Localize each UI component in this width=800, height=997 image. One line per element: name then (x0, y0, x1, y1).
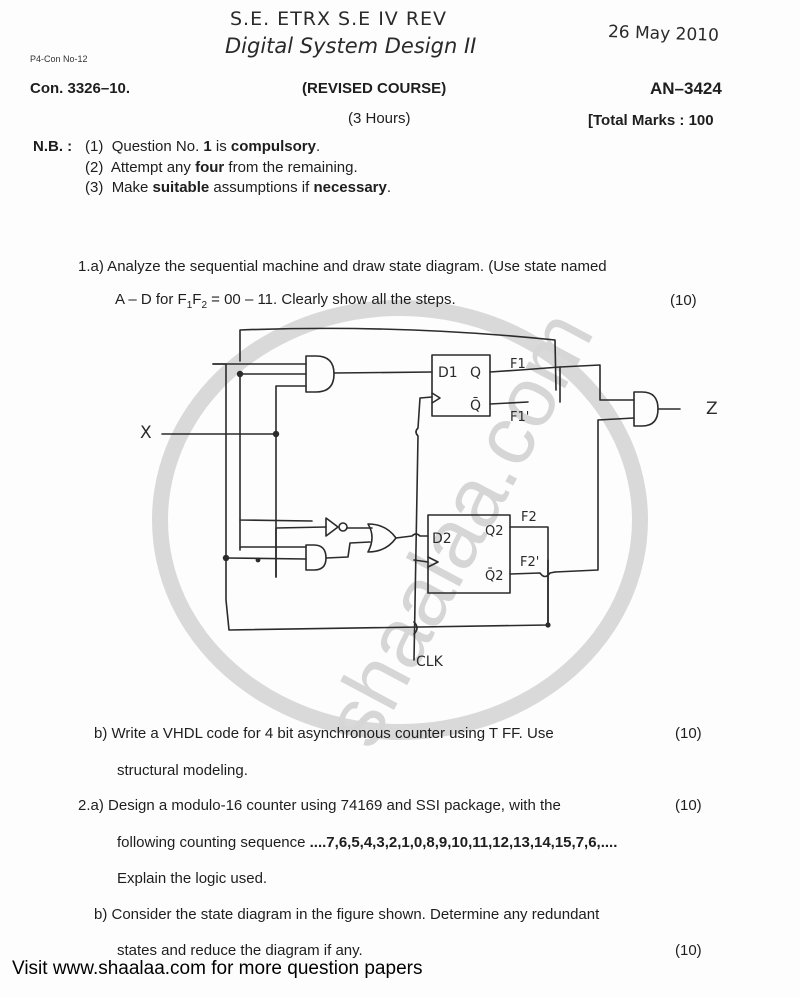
ff2-d-label: D2 (432, 531, 452, 547)
course-type: (REVISED COURSE) (302, 80, 447, 97)
input-x-label: X (140, 423, 152, 443)
instruction-number: (3) (85, 179, 104, 196)
ff2-qbar-label: Q̄2 (485, 569, 504, 584)
question-1a-marks: (10) (670, 292, 697, 309)
question-1a-line2: A – D for F1F2 = 00 – 11. Clearly show a… (115, 291, 456, 311)
footer-link[interactable]: Visit www.shaalaa.com for more question … (12, 958, 423, 979)
duration: (3 Hours) (348, 110, 411, 127)
ff1-q-label: Q (470, 365, 481, 381)
clock-label: CLK (416, 654, 444, 670)
con-number: Con. 3326–10. (30, 80, 131, 97)
ff2-q-label: Q2 (485, 524, 504, 539)
handwritten-course-line: S.E. ETRX S.E IV REV (230, 8, 448, 30)
instruction-item: (3) Make suitable assumptions if necessa… (85, 179, 392, 196)
sequential-circuit-diagram: X Z D1 Q Q̄ F1 F1' D2 Q2 Q̄2 F2 F2' CLK (140, 327, 718, 670)
ff1-d-label: D1 (438, 365, 458, 381)
handwritten-subject-line: Digital System Design II (225, 34, 477, 58)
ff1-output-bar-label: F1' (510, 410, 529, 425)
question-1b-line2: structural modeling. (117, 762, 248, 779)
output-z-label: Z (706, 399, 718, 419)
question-2a-line3: Explain the logic used. (117, 870, 268, 887)
question-2a-line2: following counting sequence ....7,6,5,4,… (117, 834, 618, 851)
question-2b-line1: b) Consider the state diagram in the fig… (94, 906, 600, 923)
ff1-qbar-label: Q̄ (470, 396, 481, 414)
question-1b-marks: (10) (675, 725, 702, 742)
ff2-output-bar-label: F2' (520, 555, 539, 570)
instruction-item: (1) Question No. 1 is compulsory. (85, 138, 321, 155)
question-2a-marks: (10) (675, 797, 702, 814)
total-marks: [Total Marks : 100 (588, 112, 714, 129)
counting-sequence: ....7,6,5,4,3,2,1,0,8,9,10,11,12,13,14,1… (309, 834, 618, 851)
con-no-small: P4-Con No-12 (30, 54, 88, 64)
ff1-output-label: F1 (510, 357, 526, 372)
question-2a-line1: 2.a) Design a modulo-16 counter using 74… (78, 797, 561, 814)
instruction-item: (2) Attempt any four from the remaining. (85, 159, 358, 176)
ff2-output-label: F2 (521, 510, 537, 525)
nb-label: N.B. : (33, 138, 73, 155)
question-1a-line1: 1.a) Analyze the sequential machine and … (78, 258, 607, 275)
paper-code: AN–3424 (650, 79, 722, 98)
question-2b-marks: (10) (675, 942, 702, 959)
question-1b-line1: b) Write a VHDL code for 4 bit asynchron… (94, 725, 554, 742)
instruction-number: (1) (85, 138, 104, 155)
question-2b-line2: states and reduce the diagram if any. (117, 942, 363, 959)
instruction-number: (2) (85, 159, 104, 176)
